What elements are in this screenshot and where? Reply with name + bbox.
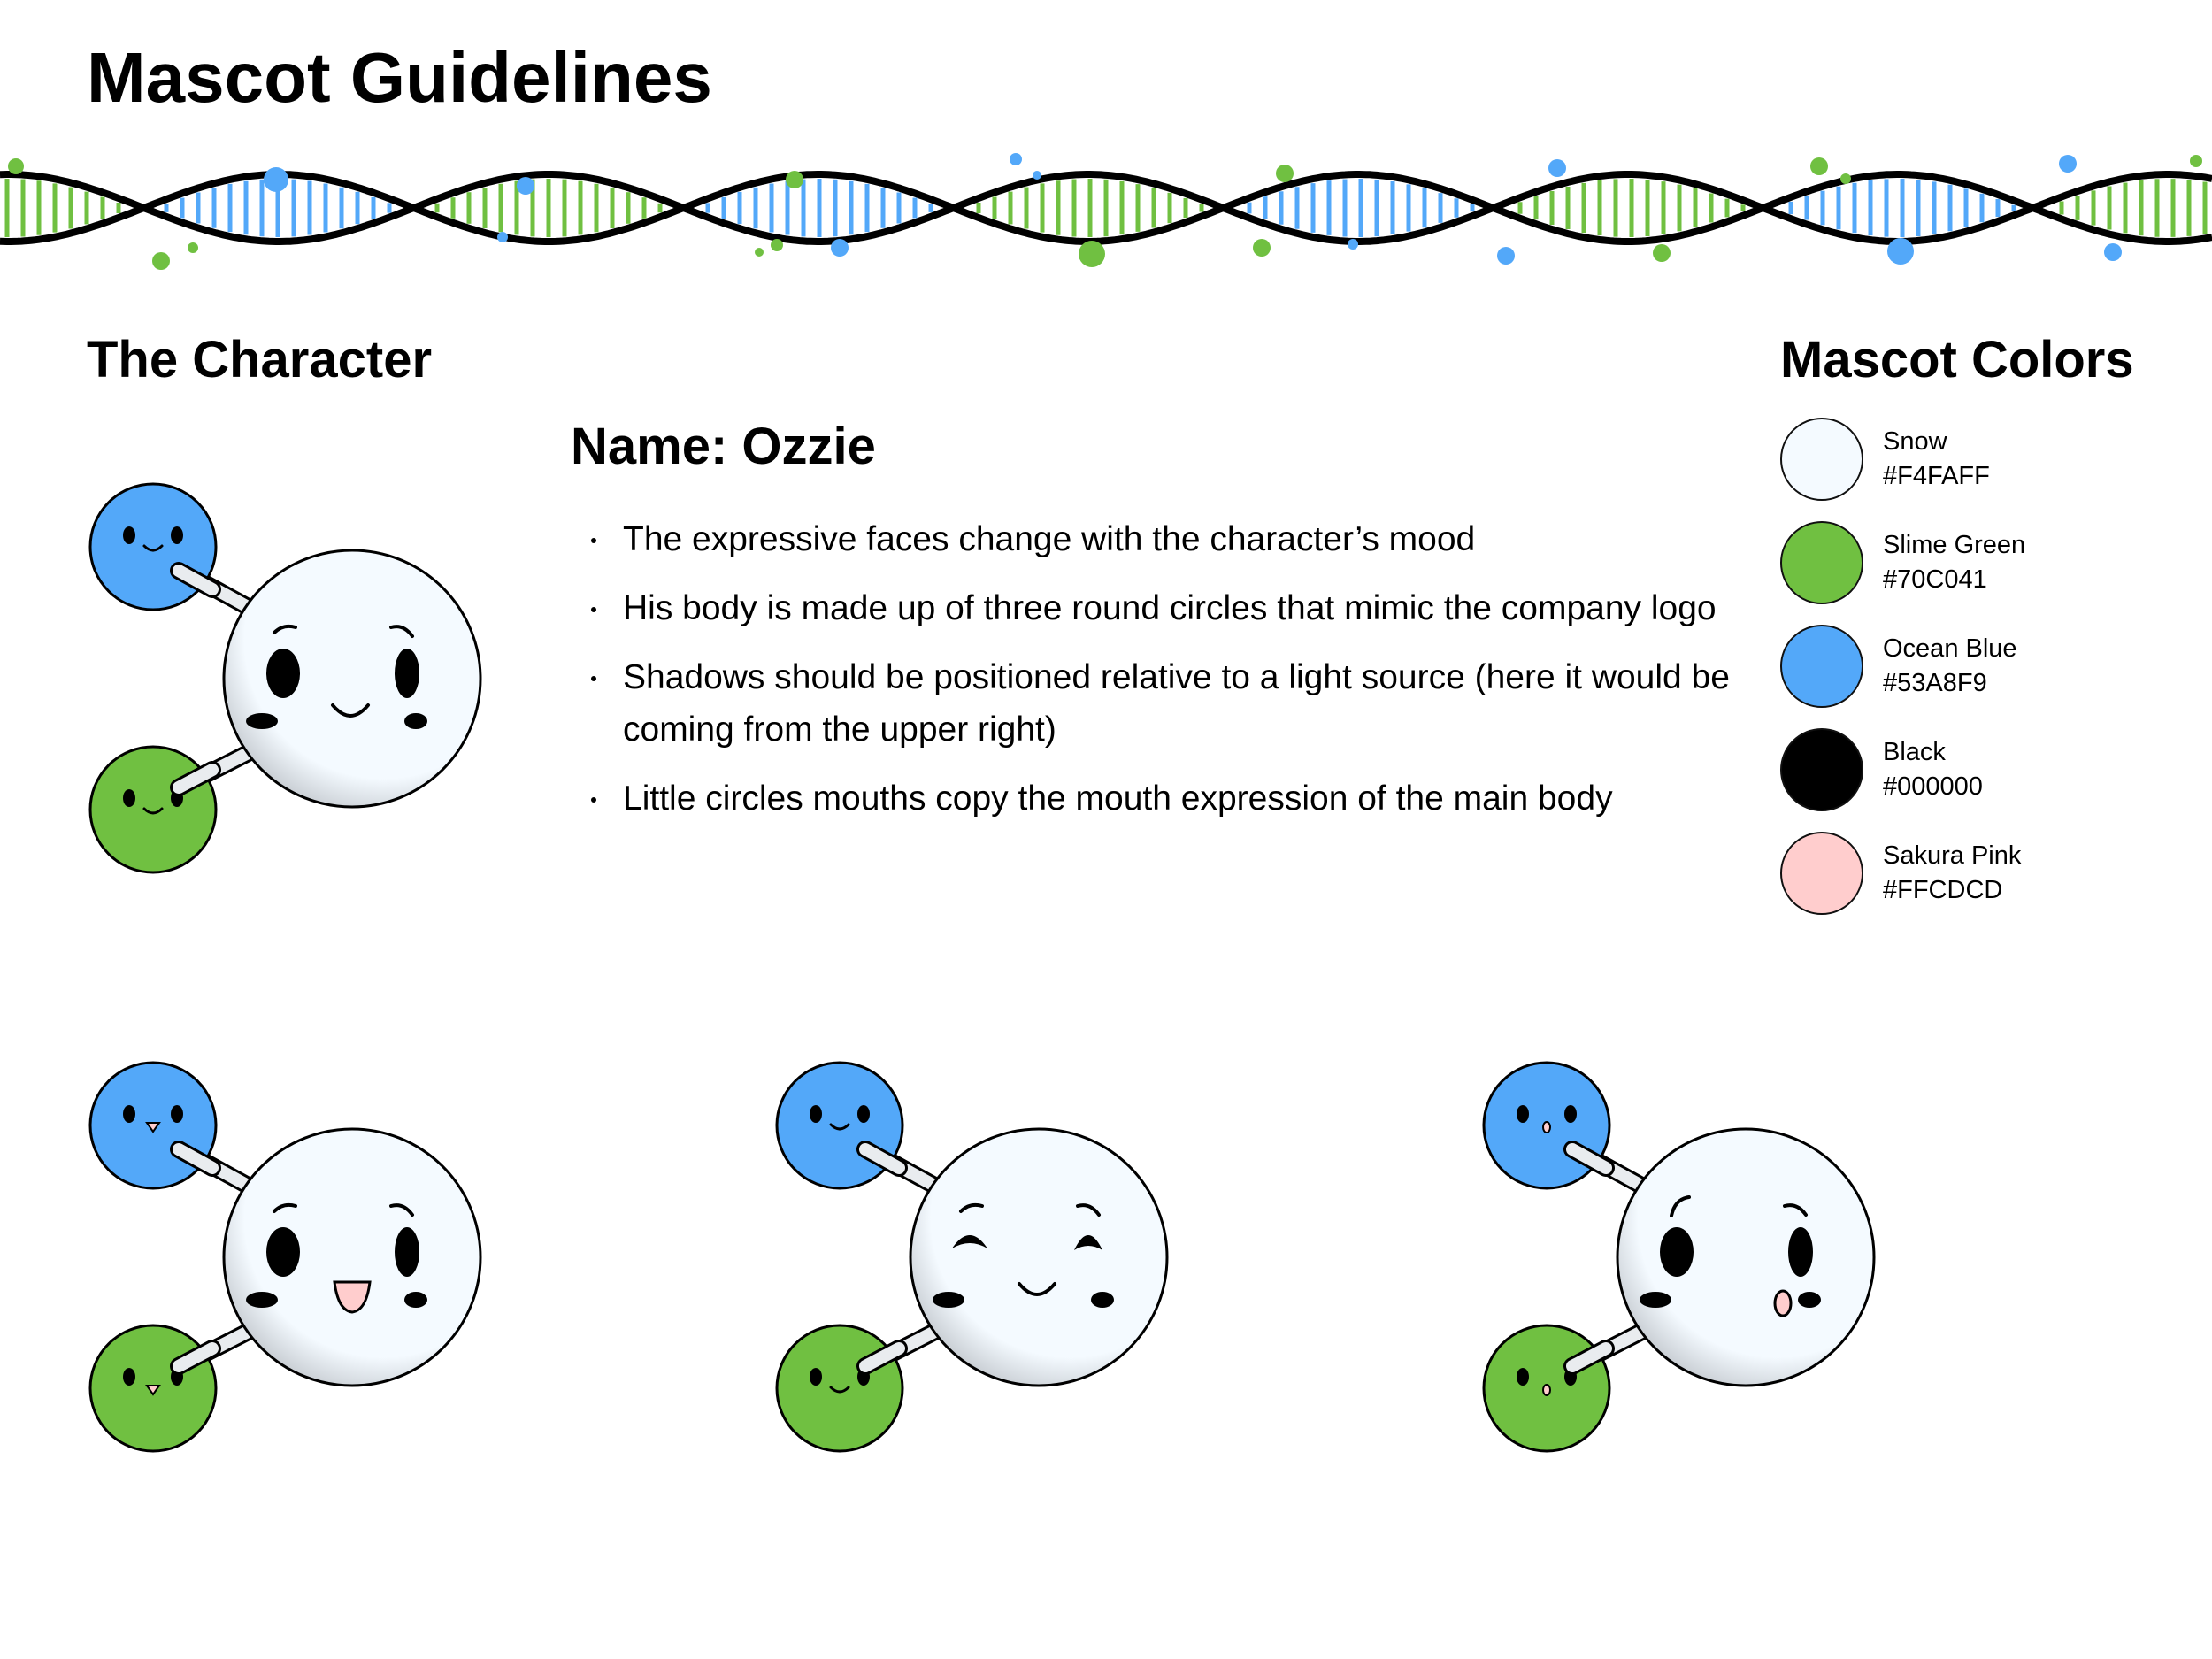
mascot-name: Name: Ozzie	[571, 418, 876, 475]
description-item: The expressive faces change with the cha…	[584, 513, 1761, 565]
color-hex: #53A8F9	[1883, 668, 1987, 697]
color-swatch-text: Snow #F4FAFF	[1883, 425, 1990, 494]
color-name: Slime Green	[1883, 530, 2026, 559]
color-hex: #F4FAFF	[1883, 461, 1990, 490]
color-hex: #70C041	[1883, 565, 1987, 594]
color-name: Sakura Pink	[1883, 841, 2022, 870]
color-swatch-item: Ocean Blue #53A8F9	[1780, 621, 2025, 710]
color-swatch-item: Slime Green #70C041	[1780, 518, 2025, 607]
page-title: Mascot Guidelines	[87, 38, 712, 117]
color-hex: #FFCDCD	[1883, 875, 2003, 904]
color-swatch-text: Slime Green #70C041	[1883, 528, 2025, 597]
mascot-open-mouth-smile	[88, 1061, 482, 1453]
mascot-surprised	[1482, 1061, 1876, 1453]
description-item: His body is made up of three round circl…	[584, 582, 1761, 634]
description-item: Shadows should be positioned relative to…	[584, 651, 1761, 756]
color-swatch-circle	[1780, 831, 1863, 915]
color-swatch-circle	[1780, 624, 1863, 708]
color-swatch-list: Snow #F4FAFF Slime Green #70C041 Ocean B…	[1780, 414, 2025, 932]
color-swatch-item: Snow #F4FAFF	[1780, 414, 2025, 503]
character-description-list: The expressive faces change with the cha…	[584, 513, 1761, 841]
character-heading: The Character	[87, 331, 433, 388]
mascot-main-smile	[88, 482, 482, 874]
mascot-wink-smile	[775, 1061, 1169, 1453]
color-name: Ocean Blue	[1883, 634, 2017, 663]
color-swatch-text: Sakura Pink #FFCDCD	[1883, 839, 2021, 908]
color-name: Black	[1883, 737, 1946, 766]
color-name: Snow	[1883, 426, 1947, 456]
color-swatch-circle	[1780, 520, 1863, 604]
color-swatch-text: Black #000000	[1883, 735, 1983, 804]
color-swatch-circle	[1780, 417, 1863, 501]
mascot-colors-heading: Mascot Colors	[1780, 331, 2134, 388]
color-swatch-circle	[1780, 727, 1863, 811]
color-swatch-text: Ocean Blue #53A8F9	[1883, 632, 2017, 701]
color-hex: #000000	[1883, 772, 1983, 801]
color-swatch-item: Sakura Pink #FFCDCD	[1780, 828, 2025, 918]
dna-helix-banner	[0, 153, 2212, 270]
color-swatch-item: Black #000000	[1780, 725, 2025, 814]
description-item: Little circles mouths copy the mouth exp…	[584, 772, 1761, 825]
